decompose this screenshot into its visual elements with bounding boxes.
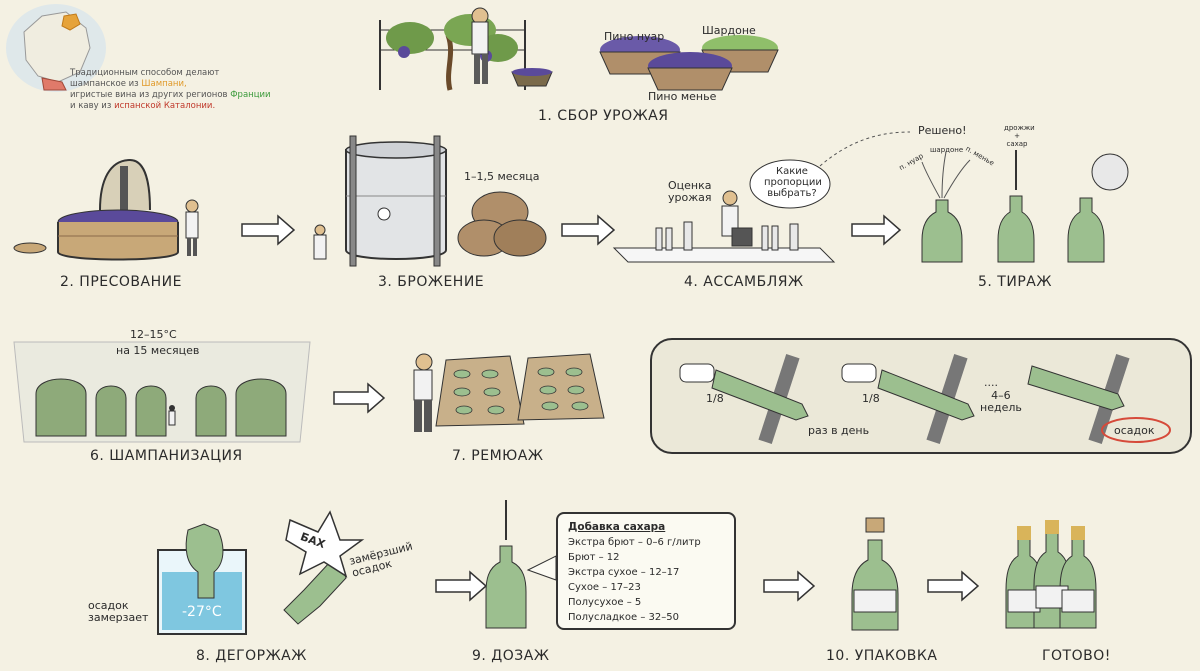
- press-illustration: [13, 158, 199, 261]
- label-cellar-temp: 12–15°С: [130, 328, 177, 341]
- step-label-packaging: 10. УПАКОВКА: [826, 648, 938, 664]
- step-label-harvest: 1. СБОР УРОЖАЯ: [538, 108, 669, 124]
- step-label-remuage: 7. РЕМЮАЖ: [452, 448, 544, 464]
- arrow-right-icon: [333, 382, 386, 414]
- remuage-bubble: [650, 338, 1192, 454]
- yeast-line: сахар: [1006, 140, 1028, 148]
- step-label-tirage: 5. ТИРАЖ: [978, 274, 1052, 290]
- map-note: Традиционным способом делают шампанское …: [70, 68, 290, 112]
- map-note-line: Традиционным способом делают: [70, 68, 220, 78]
- arrow-right-icon: [561, 214, 616, 246]
- question-line: выбрать?: [767, 188, 817, 199]
- vineyard-illustration: [379, 7, 553, 91]
- weeks-line: 4–6: [991, 389, 1011, 402]
- label-pinot-meunier: Пино менье: [648, 90, 717, 103]
- dosage-item: Полусухое – 5: [568, 597, 642, 608]
- sediment-line: осадок: [88, 599, 129, 612]
- arrow-right-icon: [927, 570, 980, 602]
- label-yeast-sugar: дрожжи + сахар: [1004, 124, 1035, 148]
- dosage-item: Брют – 12: [568, 552, 620, 563]
- label-sediment-freezes: осадок замерзает: [88, 600, 148, 624]
- fermentation-illustration: [313, 135, 547, 267]
- label-tirage-grape2: шардоне: [930, 146, 964, 154]
- arrow-right-icon: [851, 214, 902, 246]
- weeks-line: недель: [980, 401, 1022, 414]
- step-label-champagnization: 6. ШАМПАНИЗАЦИЯ: [90, 448, 243, 464]
- step-label-pressing: 2. ПРЕСОВАНИЕ: [60, 274, 182, 290]
- label-decided: Решено!: [918, 124, 967, 137]
- france-map: [4, 2, 108, 94]
- yeast-line: +: [1014, 132, 1020, 140]
- step-label-assemblage: 4. АССАМБЛЯЖ: [684, 274, 804, 290]
- label-remuage-fraction1: 1/8: [706, 392, 724, 405]
- yeast-line: дрожжи: [1004, 124, 1035, 132]
- label-weeks: 4–6 недель: [980, 390, 1022, 414]
- riddling-illustration: [413, 353, 605, 432]
- assemblage-illustration: [612, 131, 911, 263]
- question-line: пропорции: [764, 177, 822, 188]
- dosage-item: Сухое – 17–23: [568, 582, 641, 593]
- step-label-ready: ГОТОВО!: [1042, 648, 1111, 664]
- label-fermentation-duration: 1–1,5 месяца: [464, 170, 540, 183]
- label-chardonnay: Шардоне: [702, 24, 756, 37]
- dosage-item: Экстра брют – 0–6 г/литр: [568, 537, 701, 548]
- step-label-fermentation: 3. БРОЖЕНИЕ: [378, 274, 485, 290]
- arrow-right-icon: [763, 570, 816, 602]
- step-label-dosage: 9. ДОЗАЖ: [472, 648, 550, 664]
- label-evaluation: Оценка урожая: [668, 179, 712, 204]
- label-remuage-fraction2: 1/8: [862, 392, 880, 405]
- packaging-illustration: [851, 517, 899, 631]
- dosage-item: Экстра сухое – 12–17: [568, 567, 680, 578]
- sediment-line: замерзает: [88, 611, 149, 624]
- cellar-illustration: [13, 341, 311, 443]
- label-freeze-temp: -27°С: [182, 604, 222, 620]
- step-label-disgorgement: 8. ДЕГОРЖАЖ: [196, 648, 307, 664]
- dosage-illustration: [485, 500, 557, 629]
- label-per-day: раз в день: [808, 424, 870, 437]
- label-remuage-dots: ....: [984, 376, 998, 389]
- speech-bubble-question: Какие пропорции выбрать?: [764, 166, 822, 199]
- dosage-table: Добавка сахара Экстра брют – 0–6 г/литр …: [556, 512, 736, 630]
- arrow-right-icon: [241, 214, 296, 246]
- question-line: Какие: [776, 166, 808, 177]
- disgorgement-illustration: [157, 510, 365, 635]
- map-note-line: игристые вина из других регионов Франции: [70, 90, 271, 100]
- label-sediment: осадок: [1114, 424, 1155, 437]
- arrow-right-icon: [435, 570, 488, 602]
- label-pinot-noir: Пино нуар: [604, 30, 665, 43]
- dosage-title: Добавка сахара: [568, 521, 666, 533]
- map-note-line: шампанское из Шампани,: [70, 79, 187, 89]
- map-note-line: и каву из испанской Каталонии.: [70, 101, 216, 111]
- ready-bottles-illustration: [1005, 520, 1097, 629]
- dosage-item: Полусладкое – 32–50: [568, 612, 679, 623]
- label-cellar-duration: на 15 месяцев: [116, 344, 200, 357]
- grape-baskets: [599, 35, 779, 91]
- tirage-illustration: [921, 150, 1129, 263]
